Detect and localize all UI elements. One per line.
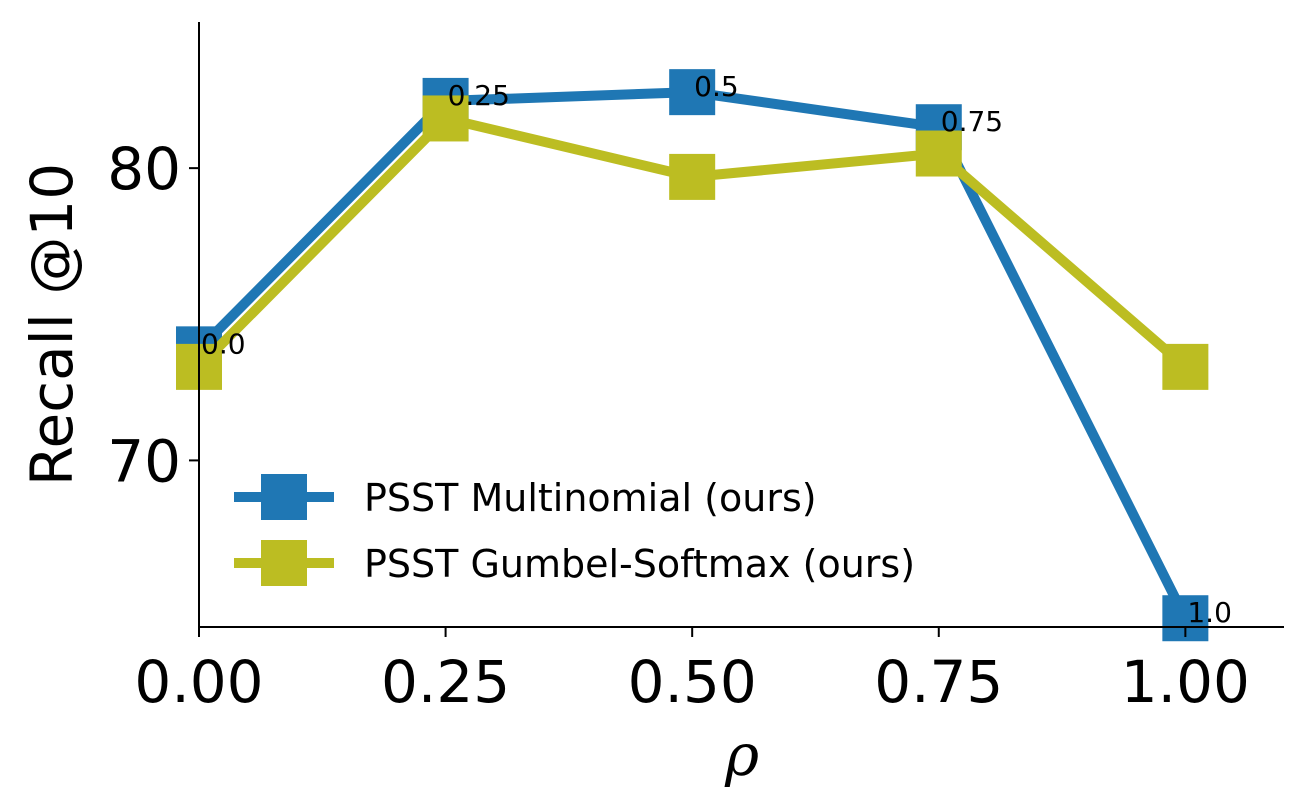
y-ticks: 70 80 [107, 135, 199, 495]
x-ticks: 0.00 0.25 0.50 0.75 1.00 [134, 627, 1250, 716]
series-1-marker [422, 95, 469, 142]
x-tick-label: 1.00 [1121, 648, 1250, 716]
point-annotation: 1.0 [1187, 596, 1232, 629]
x-tick-label: 0.75 [874, 648, 1003, 716]
legend-marker-1 [261, 540, 307, 586]
series-1-marker [669, 153, 716, 200]
y-tick-label: 70 [107, 427, 181, 495]
legend-marker-0 [261, 474, 307, 520]
x-tick-label: 0.25 [381, 648, 510, 716]
legend-label-0: PSST Multinomial (ours) [364, 476, 817, 520]
point-annotation: 0.0 [201, 327, 246, 360]
series-layer [176, 69, 1209, 642]
x-tick-label: 0.00 [134, 648, 263, 716]
legend-label-1: PSST Gumbel-Softmax (ours) [364, 542, 915, 586]
x-axis-label: ρ [724, 721, 759, 789]
series-0-marker [669, 69, 716, 116]
x-tick-label: 0.50 [628, 648, 757, 716]
y-tick-label: 80 [107, 135, 181, 203]
point-annotation: 0.5 [694, 70, 739, 103]
series-1-marker [1162, 343, 1209, 390]
y-axis-label: Recall @10 [18, 163, 86, 486]
point-label-layer: 0.0 0.25 0.5 0.75 1.0 [201, 70, 1232, 629]
series-1-marker [915, 130, 962, 177]
point-annotation: 0.25 [448, 79, 510, 112]
point-annotation: 0.75 [941, 105, 1003, 138]
legend: PSST Multinomial (ours) PSST Gumbel-Softm… [234, 474, 915, 586]
